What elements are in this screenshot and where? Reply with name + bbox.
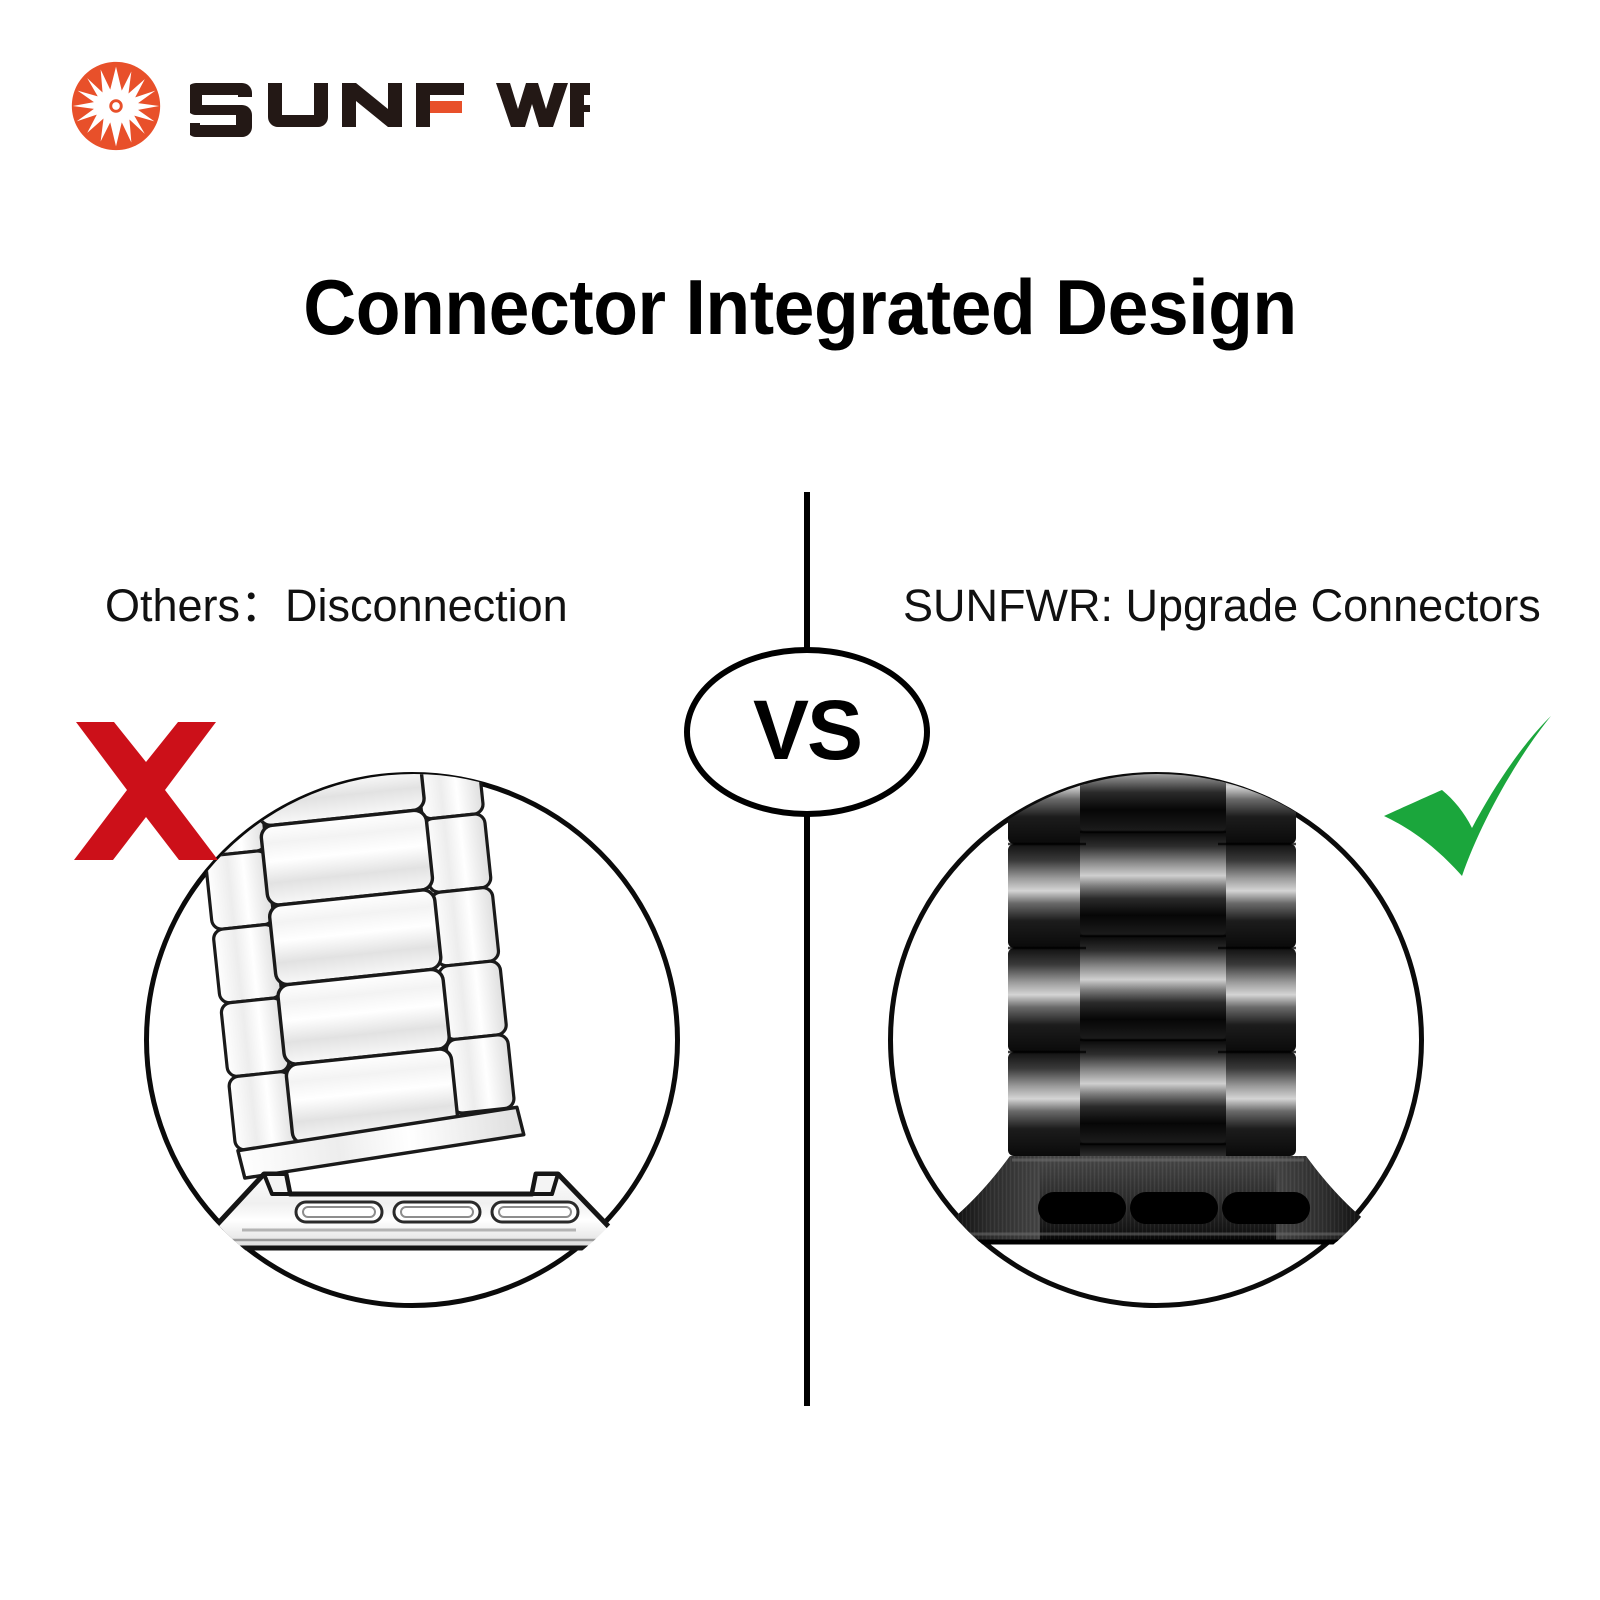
vs-badge-label: VS xyxy=(752,683,863,777)
vs-badge: VS xyxy=(684,647,930,817)
green-check-icon xyxy=(1376,706,1558,878)
brand-header xyxy=(68,58,590,154)
product-circle-sunfwr xyxy=(888,772,1424,1308)
caption-sunfwr: SUNFWR: Upgrade Connectors xyxy=(903,580,1541,631)
red-cross-icon xyxy=(72,718,220,864)
brand-wordmark xyxy=(190,58,590,154)
caption-others: Others：Disconnection xyxy=(105,580,568,631)
silver-watch-band-art xyxy=(146,774,682,1310)
black-watch-band-art xyxy=(890,774,1426,1310)
comparison-divider xyxy=(804,492,810,1406)
sun-aperture-icon xyxy=(68,58,164,154)
product-circle-others xyxy=(144,772,680,1308)
page-title: Connector Integrated Design xyxy=(303,263,1297,351)
